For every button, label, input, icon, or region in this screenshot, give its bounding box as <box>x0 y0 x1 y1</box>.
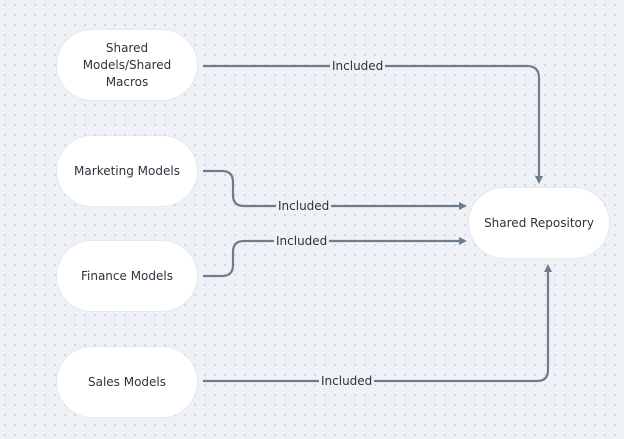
node-sales-models-label: Sales Models <box>87 374 167 389</box>
node-marketing-models[interactable]: Marketing Models <box>57 136 197 206</box>
node-shared-repository-label: Shared Repository <box>484 215 594 230</box>
edge-marketing-to-repository <box>203 169 467 210</box>
edge-sales-to-repository <box>203 264 552 383</box>
node-label-line: Shared <box>105 40 149 55</box>
edge-label-sales: Included <box>319 374 375 388</box>
node-shared-models-macros[interactable]: Shared Models/Shared Macros <box>57 30 197 100</box>
node-finance-models[interactable]: Finance Models <box>57 241 197 311</box>
node-label-line: Macros <box>105 74 149 89</box>
edge-label-shared-models: Included <box>330 59 386 73</box>
edge-finance-to-repository <box>203 237 467 278</box>
edge-shared-models-to-repository <box>203 64 543 184</box>
node-sales-models[interactable]: Sales Models <box>57 347 197 417</box>
node-finance-models-label: Finance Models <box>80 268 173 283</box>
node-shared-models-macros-label: Shared Models/Shared Macros <box>83 40 172 91</box>
node-label-line: Models/Shared <box>82 57 172 72</box>
edge-label-marketing: Included <box>276 199 332 213</box>
edge-label-finance: Included <box>274 234 330 248</box>
node-shared-repository[interactable]: Shared Repository <box>469 188 609 258</box>
node-marketing-models-label: Marketing Models <box>74 163 180 178</box>
